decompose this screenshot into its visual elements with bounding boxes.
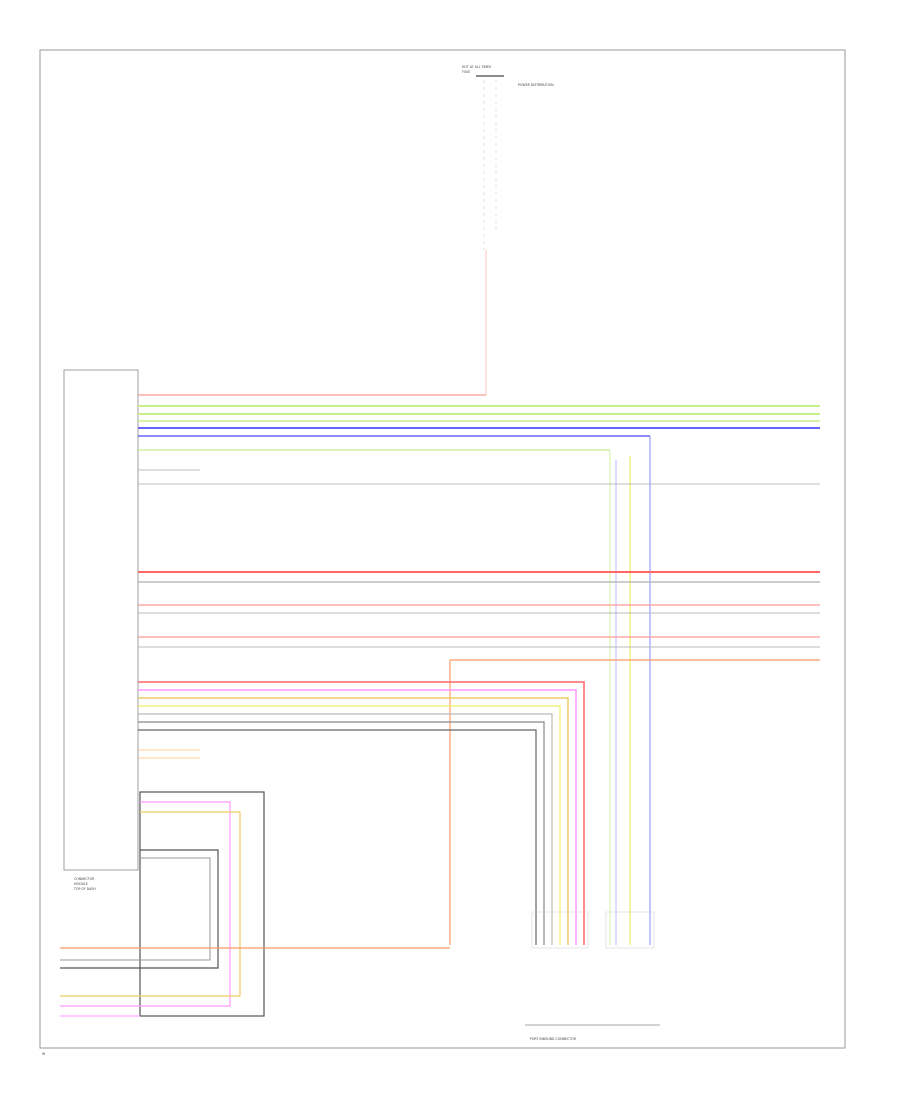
top-component-title: HOT AT ALL TIMES bbox=[462, 65, 491, 69]
wire-yellow-2 bbox=[138, 705, 561, 945]
module-label-line-1: CONNECTOR bbox=[74, 877, 95, 881]
top-component: HOT AT ALL TIMES FUSE POWER DISTRIBUTION bbox=[462, 65, 554, 395]
lower-harness bbox=[60, 791, 450, 1017]
footer-code: W bbox=[42, 1052, 46, 1056]
wire-gray-7 bbox=[60, 857, 211, 961]
wire-black-1 bbox=[138, 721, 545, 945]
connector-a bbox=[531, 911, 589, 949]
wire-pink-2 bbox=[60, 801, 231, 1007]
wire-group-power bbox=[138, 394, 820, 945]
diagram-border bbox=[39, 49, 846, 1049]
module-label-line-3: TOP OF DASH bbox=[73, 887, 96, 891]
wire-group-speakers bbox=[138, 571, 820, 945]
top-component-note: POWER DISTRIBUTION bbox=[518, 83, 554, 87]
bottom-connectors: PORT INBOUND CONNECTOR bbox=[525, 911, 660, 1041]
wire-group-audio bbox=[138, 681, 585, 945]
control-module-box bbox=[63, 369, 139, 871]
wire-black-3 bbox=[60, 849, 219, 969]
wire-red-5 bbox=[138, 681, 585, 945]
wire-pink-1 bbox=[138, 689, 577, 945]
connector-b bbox=[605, 911, 655, 949]
bottom-connector-label: PORT INBOUND CONNECTOR bbox=[530, 1037, 577, 1041]
module-label-line-2: MODULE bbox=[74, 882, 88, 886]
wire-gray-6 bbox=[138, 713, 553, 945]
wire-black-2 bbox=[138, 729, 537, 945]
wire-yellow-1 bbox=[138, 697, 569, 945]
top-component-subtitle: FUSE bbox=[462, 70, 470, 74]
shield-box bbox=[139, 791, 265, 1017]
wire-yellow-3 bbox=[60, 811, 241, 997]
